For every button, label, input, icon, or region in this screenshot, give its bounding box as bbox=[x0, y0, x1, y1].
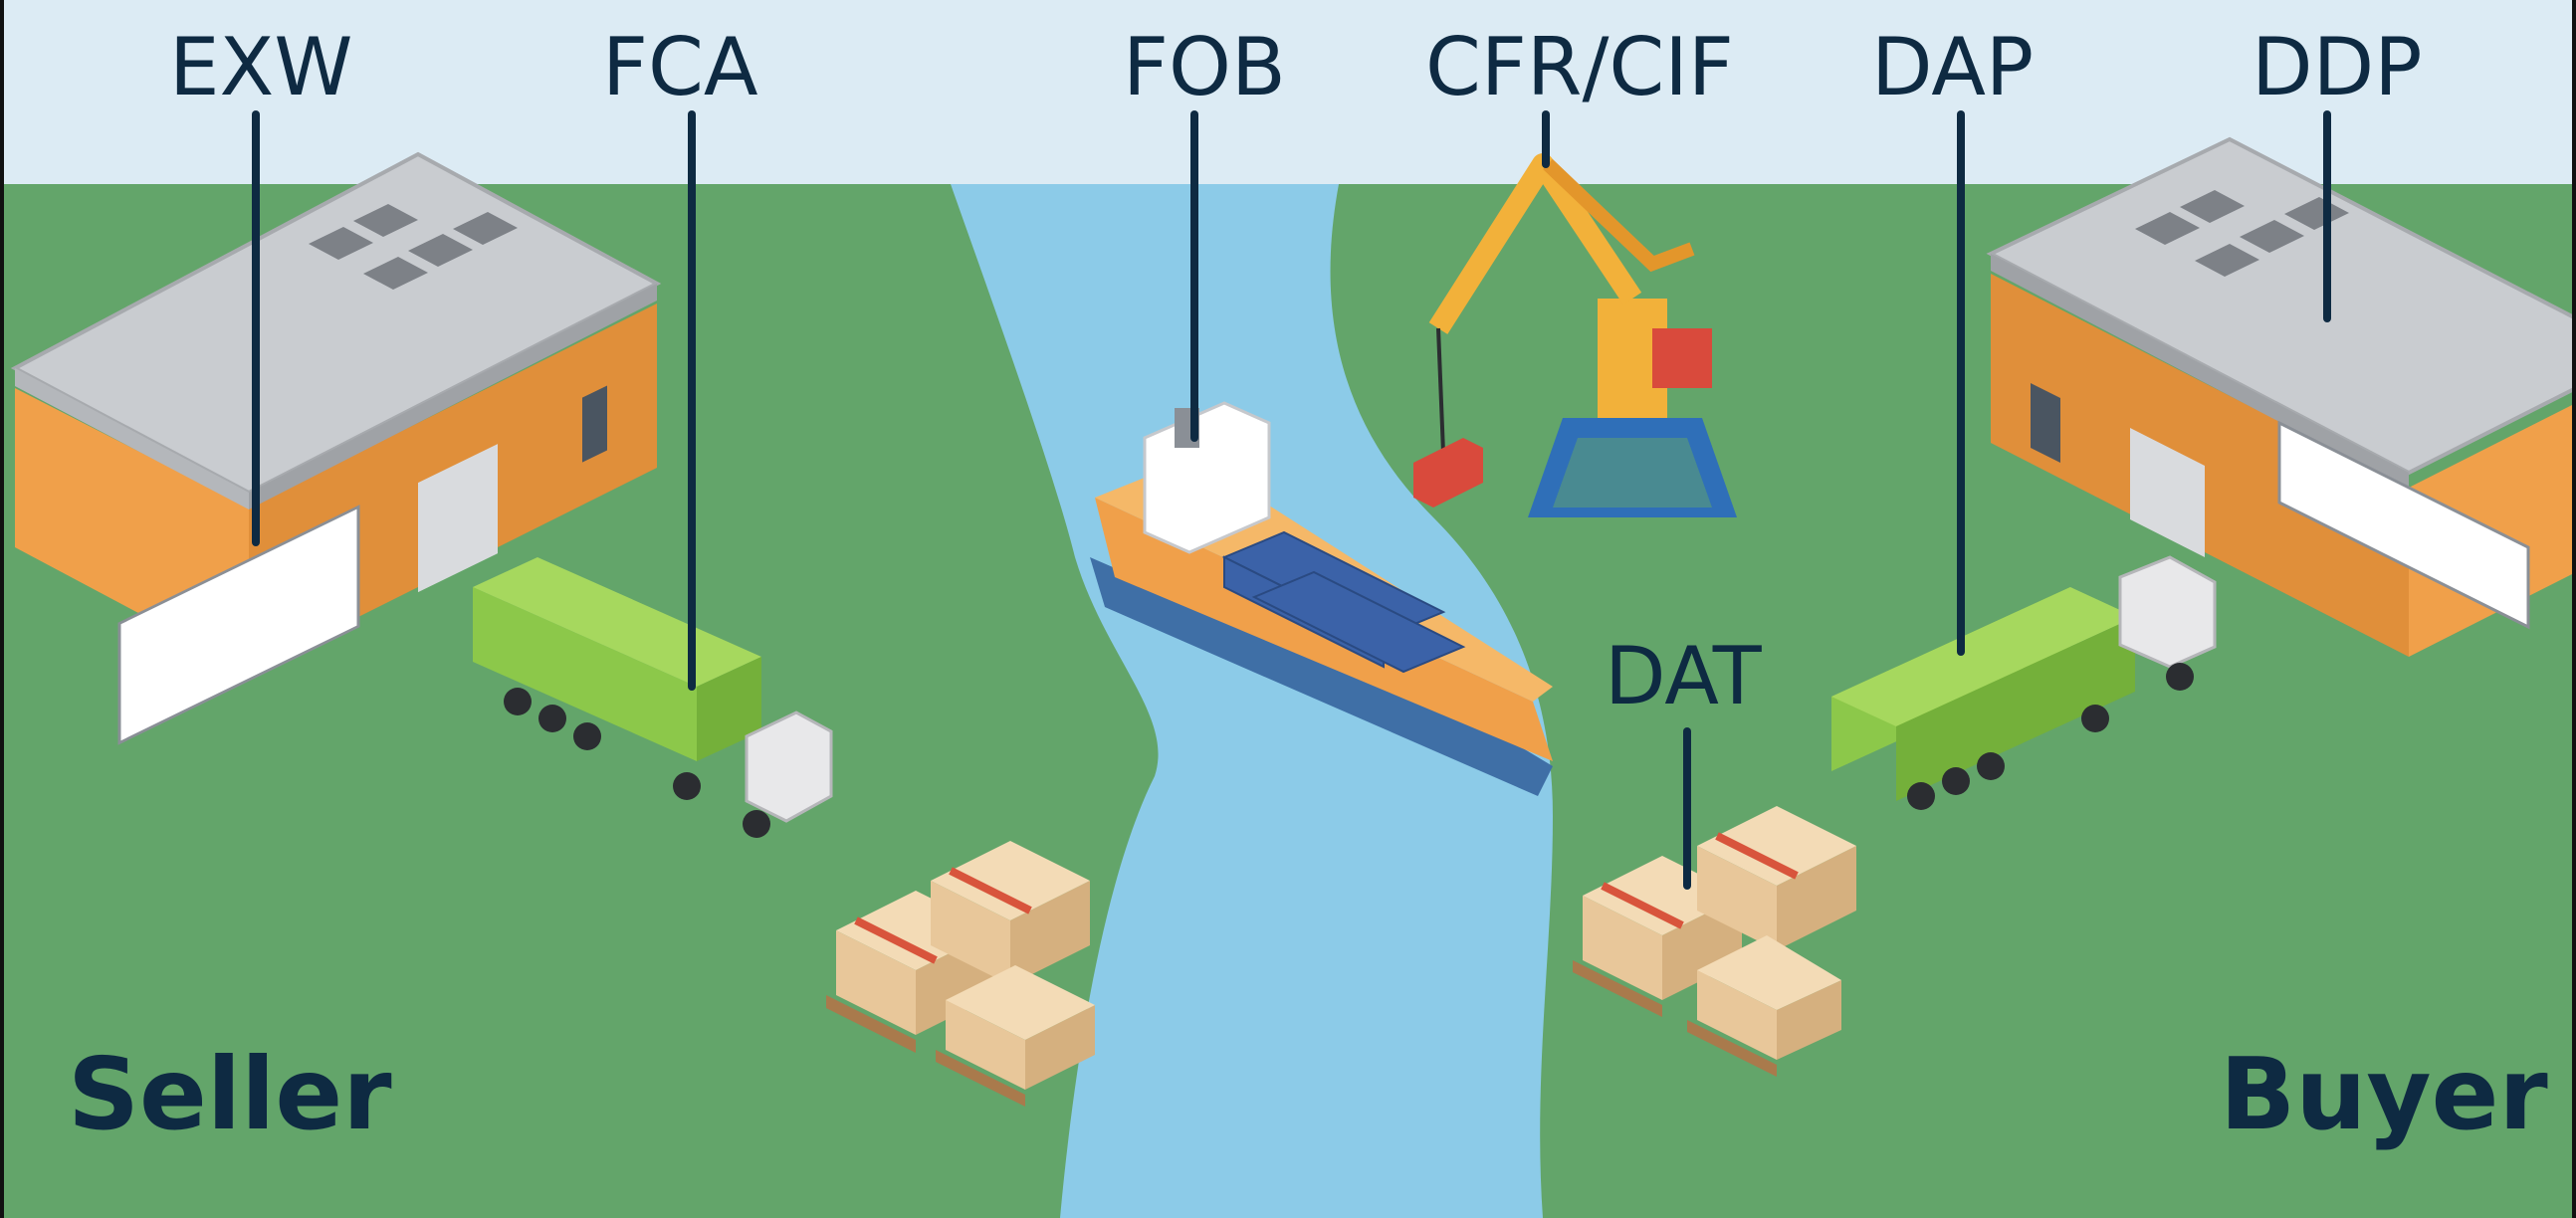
seller-label: Seller bbox=[68, 1036, 392, 1152]
buyer-label: Buyer bbox=[2220, 1036, 2548, 1152]
term-ddp: DDP bbox=[2252, 21, 2423, 113]
leader-lines bbox=[252, 110, 2331, 890]
term-dap: DAP bbox=[1871, 21, 2035, 113]
seller-boxes bbox=[826, 841, 1095, 1107]
river bbox=[951, 184, 1553, 1218]
seller-warehouse bbox=[10, 151, 662, 745]
term-dat: DAT bbox=[1605, 630, 1762, 722]
term-exw: EXW bbox=[169, 21, 353, 113]
buyer-boxes bbox=[1573, 806, 1856, 1077]
buyer-warehouse bbox=[1986, 136, 2576, 657]
port-crane bbox=[1413, 153, 1737, 517]
buyer-truck bbox=[1831, 555, 2217, 810]
sky bbox=[0, 0, 2576, 184]
term-fca: FCA bbox=[602, 21, 758, 113]
seller-truck bbox=[473, 557, 833, 838]
container-ship bbox=[1090, 401, 1553, 796]
term-fob: FOB bbox=[1123, 21, 1286, 113]
term-cfr-cif: CFR/CIF bbox=[1425, 21, 1734, 113]
